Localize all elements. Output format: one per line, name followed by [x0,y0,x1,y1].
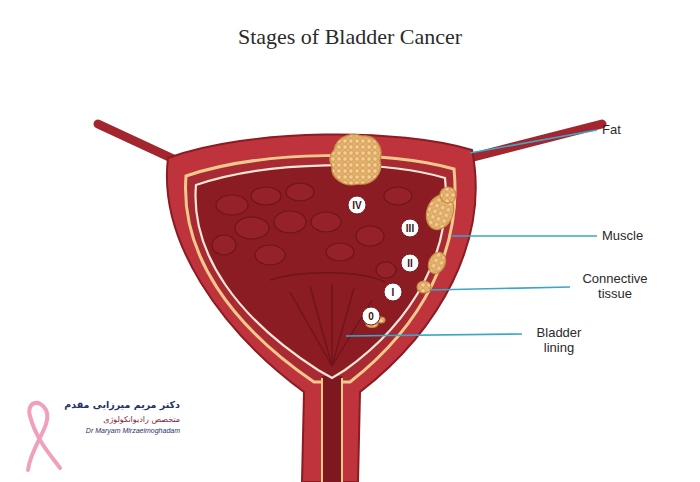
illustration-part [212,235,236,255]
illustration-part [330,135,381,185]
circle-shape [401,254,419,272]
illustration-part [235,217,269,239]
illustration-part [440,187,456,203]
stage-circle: IV [347,195,367,215]
urethra-wall [322,378,342,482]
part-label: Muscle [602,228,643,243]
illustration-part [376,262,396,278]
stage-circle: 0 [361,306,381,326]
muscle-layer [186,156,455,382]
circle-shape [401,219,419,237]
title: Stages of Bladder Cancer [0,24,700,50]
circle-shape [362,307,380,325]
circle-shape [384,283,402,301]
pink-ribbon [28,403,60,470]
illustration-part [216,195,248,215]
bladder-lining [196,165,446,378]
stage-number: 0 [361,306,381,322]
illustration-part [311,212,341,232]
part-label: Connective tissue [575,271,655,301]
illustration-part [331,284,332,366]
illustration-part [326,243,354,261]
illustration-part [346,334,522,336]
illustration-part [356,226,384,246]
illustration-part [270,273,385,282]
illustration-part [430,287,570,290]
illustration-part [470,130,597,153]
illustration-part [274,211,306,233]
stage-number: I [383,282,403,298]
illustration-part [417,281,431,293]
illustration-part [452,235,597,237]
stage-number: II [400,253,420,269]
illustration-part [290,292,332,366]
illustration-part [384,187,412,205]
bladder-wall [167,134,476,482]
stage-circle: I [383,282,403,302]
watermark: متخصص رادیوانکولوژی [60,414,180,425]
leader-lines [346,130,597,336]
illustration-part [251,187,281,205]
stage-circle: III [400,218,420,238]
urethra [322,376,342,482]
part-label: Bladder lining [527,325,591,355]
illustration-part [255,245,285,265]
illustration-part [310,286,332,366]
stage-number: IV [347,195,367,211]
illustration-part [286,183,314,201]
illustration-part [425,250,449,277]
watermark: دکتر مریم میرزایی مقدم [60,399,180,412]
ureter [462,124,602,160]
circle-shape [348,196,366,214]
trigone-folds [270,273,385,366]
tumours [330,135,459,328]
illustration-part [332,288,354,366]
mucosal-folds [212,183,412,278]
stage-circle: II [400,253,420,273]
stage-number: III [400,218,420,234]
watermark: Dr Maryam Mirzaeimoghadam [60,426,180,436]
part-label: Fat [602,122,621,137]
